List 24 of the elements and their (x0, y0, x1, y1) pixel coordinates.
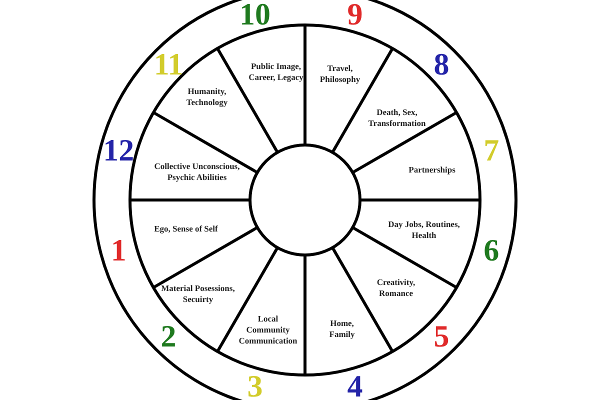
house-number: 12 (103, 134, 134, 166)
house-label: Local Community Communication (237, 313, 299, 347)
house-number: 9 (347, 0, 363, 30)
house-label: Day Jobs, Routines, Health (379, 218, 469, 242)
house-number: 11 (154, 48, 184, 80)
house-number: 6 (484, 234, 500, 266)
house-label: Public Image, Career, Legacy (246, 60, 306, 84)
house-label: Material Posessions, Secuirty (150, 282, 246, 306)
house-number: 3 (247, 370, 263, 400)
house-label: Creativity, Romance (366, 276, 426, 300)
house-label: Collective Unconscious, Psychic Abilities (143, 160, 251, 184)
house-number: 5 (434, 320, 450, 352)
house-label: Partnerships (392, 164, 472, 176)
house-number: 4 (347, 370, 363, 400)
house-number: 7 (484, 134, 500, 166)
house-label: Travel, Philosophy (309, 62, 371, 86)
house-label: Home, Family (317, 318, 367, 340)
house-label: Death, Sex, Transformation (357, 106, 437, 130)
house-number: 1 (110, 234, 126, 266)
house-label: Humanity, Technology (172, 86, 242, 108)
house-number: 10 (240, 0, 271, 30)
house-number: 8 (434, 48, 450, 80)
house-label: Ego, Sense of Self (141, 223, 231, 235)
house-number: 2 (160, 320, 176, 352)
